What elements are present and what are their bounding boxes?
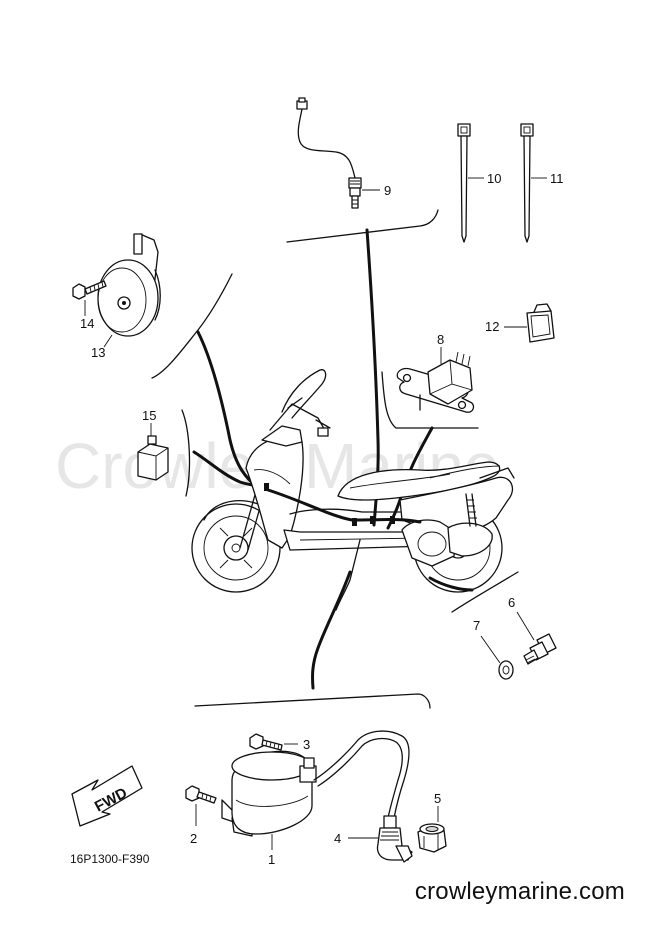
diagram-code: 16P1300-F390 <box>70 852 150 866</box>
site-link[interactable]: crowleymarine.com <box>414 878 625 905</box>
group-bracket-15 <box>181 409 191 497</box>
scooter-illustration <box>191 369 515 611</box>
callout-15: 15 <box>142 408 156 423</box>
part-3-screw[interactable] <box>249 733 298 751</box>
group-bracket-6 <box>451 571 519 613</box>
part-4-plug-cap[interactable] <box>348 815 413 863</box>
callout-11: 11 <box>550 171 564 186</box>
ht-lead-outer <box>317 737 403 819</box>
callout-9: 9 <box>384 183 391 198</box>
callout-14: 14 <box>80 316 94 331</box>
part-1-ignition-coil[interactable] <box>221 750 317 850</box>
callout-1: 1 <box>268 852 275 867</box>
callout-7: 7 <box>473 618 480 633</box>
fwd-arrow: FWD <box>71 765 143 827</box>
lead-line-6 <box>428 576 474 592</box>
part-2-bolt[interactable] <box>185 785 217 826</box>
callout-10: 10 <box>487 171 501 186</box>
lead-line-13 <box>196 330 264 492</box>
group-bracket-9 <box>286 209 439 243</box>
callout-5: 5 <box>434 791 441 806</box>
lead-line-1 <box>311 570 352 690</box>
part-10-cable-tie[interactable] <box>457 123 484 243</box>
ht-lead <box>313 730 410 819</box>
part-9-sensor[interactable] <box>296 97 380 209</box>
callout-4: 4 <box>334 831 341 846</box>
callout-3: 3 <box>303 737 310 752</box>
callout-6: 6 <box>508 595 515 610</box>
part-14-bolt[interactable] <box>72 280 107 316</box>
part-12-clip[interactable] <box>504 303 555 343</box>
part-13-horn[interactable] <box>97 233 161 348</box>
callout-12: 12 <box>485 319 499 334</box>
part-8-relay[interactable] <box>396 347 475 413</box>
part-15-relay[interactable] <box>137 423 169 481</box>
group-bracket-8 <box>381 371 479 429</box>
callout-13: 13 <box>91 345 105 360</box>
group-bracket-1 <box>194 693 431 709</box>
group-bracket-13 <box>151 273 233 379</box>
part-5-sleeve[interactable] <box>417 806 447 853</box>
callout-2: 2 <box>190 831 197 846</box>
part-11-cable-tie[interactable] <box>520 123 547 243</box>
part-6-temp-sensor[interactable] <box>516 611 557 665</box>
callout-8: 8 <box>437 332 444 347</box>
part-7-washer[interactable] <box>480 635 514 680</box>
